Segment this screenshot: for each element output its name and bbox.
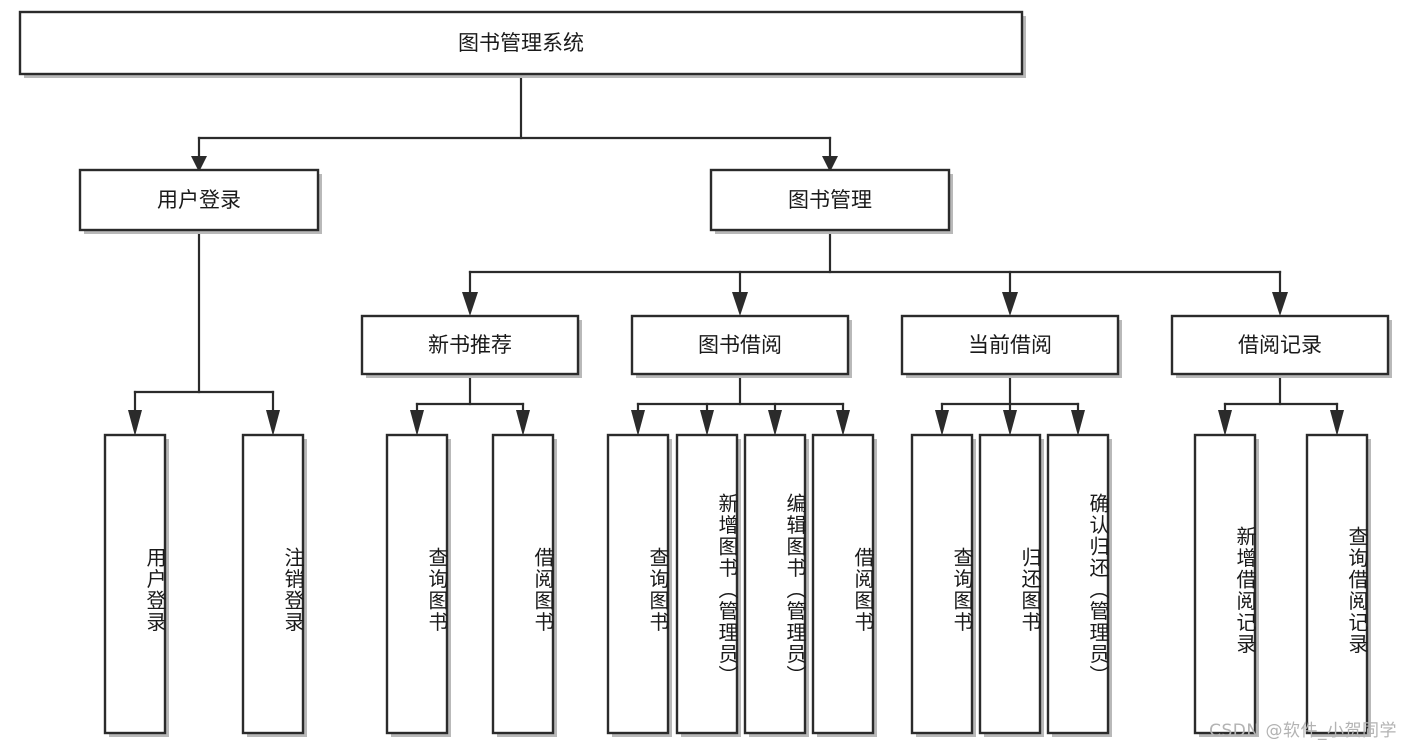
leaf-user-login-1-box bbox=[241, 433, 305, 735]
leaf-current-borrow-1[interactable] bbox=[978, 433, 1044, 737]
node-layer: 图书管理系统 用户登录 图书管理 新书推荐 bbox=[18, 10, 1392, 737]
node-root-box bbox=[18, 10, 1024, 76]
leaf-book-borrow-2[interactable] bbox=[743, 433, 809, 737]
node-current-borrow-label: 当前借阅 bbox=[968, 333, 1052, 357]
leaf-user-login-0[interactable] bbox=[103, 433, 169, 737]
node-borrow-record-box bbox=[1170, 314, 1390, 376]
leaf-current-borrow-2[interactable] bbox=[1046, 433, 1112, 737]
node-book-manage-box bbox=[709, 168, 951, 232]
node-book-manage[interactable]: 图书管理 bbox=[709, 168, 953, 234]
arrow-book-borrow-leaf-0 bbox=[631, 410, 645, 436]
leaf-book-borrow-0-box bbox=[606, 433, 670, 735]
node-root-label: 图书管理系统 bbox=[458, 31, 584, 55]
arrow-current-borrow-leaf-0 bbox=[935, 410, 949, 436]
node-current-borrow[interactable]: 当前借阅 bbox=[900, 314, 1122, 378]
leaf-book-borrow-3-box bbox=[811, 433, 875, 735]
node-root[interactable]: 图书管理系统 bbox=[18, 10, 1026, 78]
leaf-new-book-1-box bbox=[491, 433, 555, 735]
node-new-book-recommend[interactable]: 新书推荐 bbox=[360, 314, 582, 378]
arrow-book-borrow-leaf-3 bbox=[836, 410, 850, 436]
node-current-borrow-box bbox=[900, 314, 1120, 376]
leaf-user-login-1[interactable] bbox=[241, 433, 307, 737]
arrow-to-book-manage bbox=[822, 156, 838, 172]
leaf-current-borrow-0-box bbox=[910, 433, 974, 735]
leaf-book-borrow-1-box bbox=[675, 433, 739, 735]
arrow-borrow-record-leaf-1 bbox=[1330, 410, 1344, 436]
node-new-book-recommend-box bbox=[360, 314, 580, 376]
leaf-new-book-0[interactable] bbox=[385, 433, 451, 737]
leaf-user-login-0-box bbox=[103, 433, 167, 735]
leaf-current-borrow-2-box bbox=[1046, 433, 1110, 735]
arrow-user-login-leaf-1 bbox=[266, 410, 280, 436]
leaf-book-borrow-0[interactable] bbox=[606, 433, 672, 737]
arrow-to-current-borrow bbox=[1002, 292, 1018, 316]
leaf-book-borrow-2-box bbox=[743, 433, 807, 735]
arrow-book-borrow-leaf-2 bbox=[768, 410, 782, 436]
leaf-new-book-1[interactable] bbox=[491, 433, 557, 737]
leaf-borrow-record-0-box bbox=[1193, 433, 1257, 735]
arrow-to-user-login bbox=[191, 156, 207, 172]
node-book-borrow-label: 图书借阅 bbox=[698, 333, 782, 357]
leaf-borrow-record-1-box bbox=[1305, 433, 1369, 735]
arrow-book-borrow-leaf-1 bbox=[700, 410, 714, 436]
arrow-current-borrow-leaf-2 bbox=[1071, 410, 1085, 436]
arrow-user-login-leaf-0 bbox=[128, 410, 142, 436]
node-user-login-label: 用户登录 bbox=[157, 188, 241, 212]
arrow-new-book-leaf-1 bbox=[516, 410, 530, 436]
node-new-book-recommend-label: 新书推荐 bbox=[428, 333, 512, 357]
node-book-manage-label: 图书管理 bbox=[788, 188, 872, 212]
node-book-borrow[interactable]: 图书借阅 bbox=[630, 314, 852, 378]
node-borrow-record-label: 借阅记录 bbox=[1238, 333, 1322, 357]
leaf-current-borrow-0[interactable] bbox=[910, 433, 976, 737]
arrow-current-borrow-leaf-1 bbox=[1003, 410, 1017, 436]
node-user-login-box bbox=[78, 168, 320, 232]
watermark: CSDN @软件_小贺同学 bbox=[1209, 721, 1397, 741]
leaf-book-borrow-1[interactable] bbox=[675, 433, 741, 737]
arrow-new-book-leaf-0 bbox=[410, 410, 424, 436]
node-user-login[interactable]: 用户登录 bbox=[78, 168, 322, 234]
leaf-borrow-record-1[interactable] bbox=[1305, 433, 1371, 737]
arrow-borrow-record-leaf-0 bbox=[1218, 410, 1232, 436]
node-book-borrow-box bbox=[630, 314, 850, 376]
node-borrow-record[interactable]: 借阅记录 bbox=[1170, 314, 1392, 378]
arrow-to-new-book bbox=[462, 292, 478, 316]
leaf-current-borrow-1-box bbox=[978, 433, 1042, 735]
leaf-new-book-0-box bbox=[385, 433, 449, 735]
arrow-to-book-borrow bbox=[732, 292, 748, 316]
arrow-to-borrow-record bbox=[1272, 292, 1288, 316]
connector-layer bbox=[128, 76, 1344, 436]
leaf-borrow-record-0[interactable] bbox=[1193, 433, 1259, 737]
leaf-book-borrow-3[interactable] bbox=[811, 433, 877, 737]
